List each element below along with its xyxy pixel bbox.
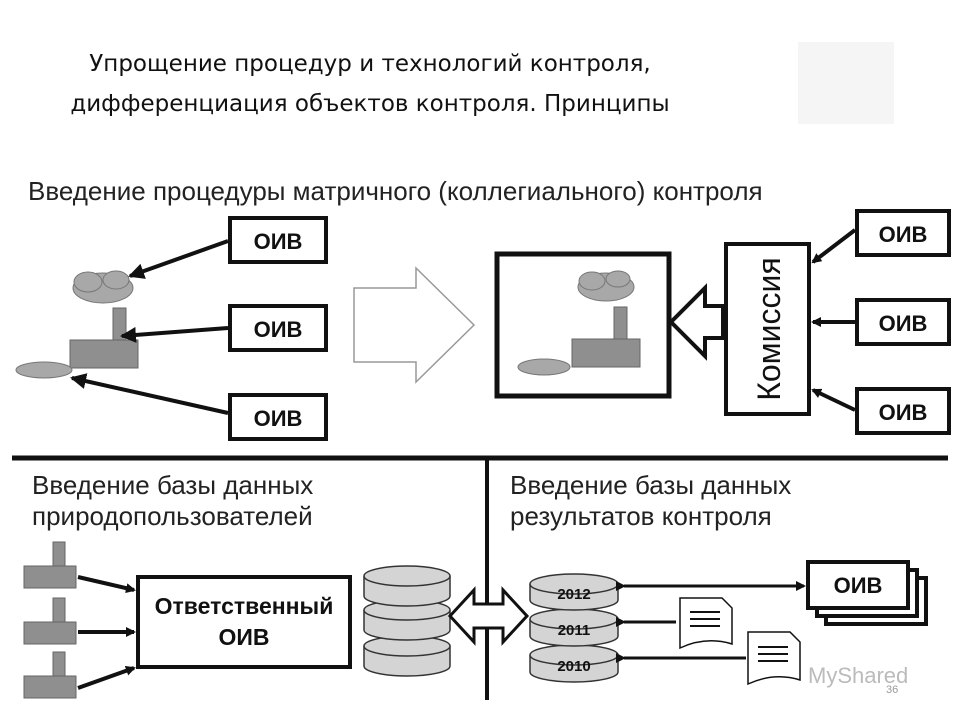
matrix-control-heading: Введение процедуры матричного (коллегиал… [28, 176, 763, 206]
arrow-oiv-r1-to-commission [811, 228, 857, 264]
watermark: MyShared [808, 663, 909, 688]
year-2010-label: 2010 [557, 658, 590, 675]
arrow-oiv3-to-ground [70, 373, 229, 415]
arrow-oiv1-to-cloud [128, 239, 229, 279]
exchange-double-arrow [447, 586, 530, 646]
smoke-cloud-icon [15, 361, 73, 379]
document-icon [679, 597, 733, 650]
page-number: 36 [886, 684, 899, 696]
oiv-stack-label: ОИВ [834, 573, 883, 598]
users-db-heading-line2: природопользователей [32, 501, 313, 531]
arrow-factory1-to-responsible [77, 575, 136, 594]
database-2011: 2011 [529, 608, 619, 647]
factory-icon [571, 306, 641, 368]
oiv-box-right-3-label: ОИВ [879, 400, 928, 425]
oiv-box-left-3: ОИВ [228, 393, 328, 441]
users-db-heading-line1: Введение базы данных [32, 470, 314, 500]
results-db-heading: Введение базы данных результатов контрол… [510, 470, 791, 532]
responsible-oiv-line1: Ответственный [155, 593, 334, 619]
commission-to-object-arrow [668, 283, 725, 361]
oiv-box-right-1: ОИВ [855, 209, 951, 257]
oiv-box-right-1-label: ОИВ [879, 222, 928, 247]
oiv-box-left-3-label: ОИВ [254, 406, 303, 431]
factory-icon [23, 597, 77, 645]
oiv-stack: ОИВ [806, 560, 928, 626]
oiv-box-right-2: ОИВ [855, 298, 951, 346]
big-arrow-icon [353, 266, 476, 384]
document-icon [747, 631, 801, 686]
oiv-box-left-1-label: ОИВ [254, 229, 303, 254]
arrow-factory3-to-responsible [77, 665, 136, 690]
arrow-oiv-r3-to-commission [811, 388, 856, 412]
database-icon [363, 565, 451, 607]
results-db-heading-line2: результатов контроля [510, 501, 772, 531]
factory-icon [23, 651, 77, 699]
database-icon [363, 635, 451, 677]
faint-patch [798, 42, 894, 124]
oiv-box-right-2-label: ОИВ [879, 311, 928, 336]
factory-icon [23, 541, 77, 589]
database-2012: 2012 [529, 573, 619, 611]
commission-box [724, 242, 811, 416]
results-db-heading-line1: Введение базы данных [510, 470, 792, 500]
users-db-heading: Введение базы данных природопользователе… [32, 470, 313, 532]
smoke-cloud-icon [72, 270, 134, 304]
commission-label: Комиссия [751, 257, 787, 401]
slide-title: Упрощение процедур и технологий контроля… [70, 51, 670, 117]
factory-icon [69, 307, 139, 369]
smoke-cloud-icon [577, 270, 635, 302]
year-2012-label: 2012 [557, 586, 590, 603]
year-2011-label: 2011 [558, 622, 591, 639]
database-2010: 2010 [529, 644, 619, 683]
responsible-oiv-box: Ответственный ОИВ [136, 575, 352, 669]
responsible-oiv-line2: ОИВ [218, 624, 269, 650]
arrow-oiv2-to-factory [120, 326, 229, 343]
oiv-box-right-3: ОИВ [855, 387, 951, 435]
smoke-cloud-icon [517, 358, 571, 376]
oiv-box-left-2-label: ОИВ [254, 317, 303, 342]
oiv-box-left-1: ОИВ [228, 216, 328, 264]
oiv-box-left-2: ОИВ [228, 304, 328, 352]
